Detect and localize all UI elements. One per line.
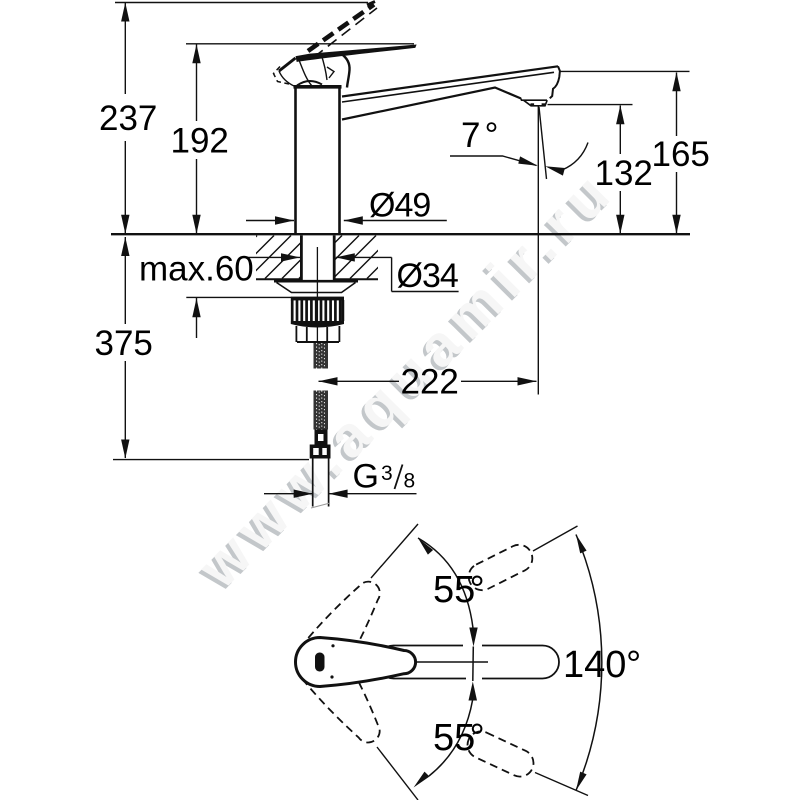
svg-text:55: 55 <box>433 717 475 759</box>
svg-text:222: 222 <box>401 363 459 402</box>
svg-text:°: ° <box>626 644 641 686</box>
svg-text:°: ° <box>485 116 499 155</box>
svg-text:165: 165 <box>652 135 710 174</box>
svg-text:G: G <box>353 458 379 496</box>
svg-text:°: ° <box>470 569 485 611</box>
svg-text:Ø49: Ø49 <box>369 187 430 225</box>
svg-text:Ø34: Ø34 <box>397 257 458 295</box>
svg-text:140: 140 <box>563 644 626 686</box>
svg-text:°: ° <box>470 717 485 759</box>
svg-text:55: 55 <box>433 569 475 611</box>
svg-text:max.60: max.60 <box>139 250 254 289</box>
svg-text:8: 8 <box>404 470 416 493</box>
svg-text:237: 237 <box>99 99 157 138</box>
svg-text:192: 192 <box>171 122 229 161</box>
svg-text:3: 3 <box>381 462 393 485</box>
svg-text:375: 375 <box>95 324 153 363</box>
svg-text:7: 7 <box>461 116 480 155</box>
svg-text:132: 132 <box>595 154 653 193</box>
